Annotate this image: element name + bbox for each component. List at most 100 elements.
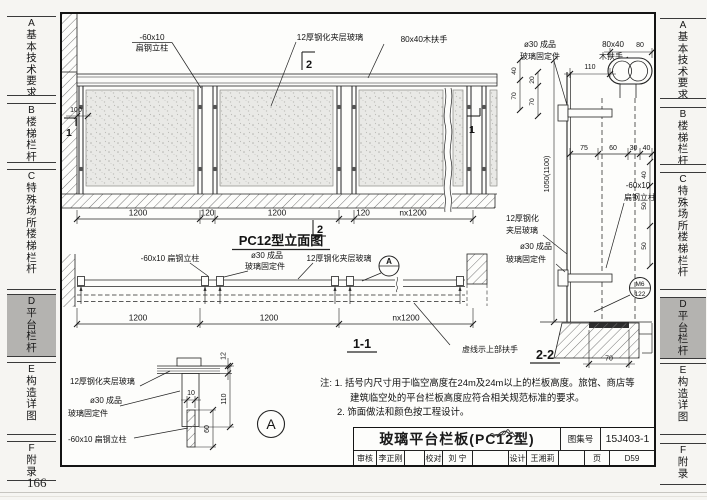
dim-40: 40: [643, 145, 651, 152]
dim-height: 1050(1100): [542, 156, 551, 193]
tab-letter: F: [679, 445, 687, 456]
drawing-notes: 注: 1. 括号内尺寸用于临空高度在24m及24m以上的栏板高度。旅馆、商店等 …: [320, 376, 654, 420]
proof-label: 校对: [424, 451, 442, 465]
detail-a-bubble: [256, 409, 286, 439]
book-page-number: 166: [27, 475, 47, 490]
dim-80: 80: [636, 42, 644, 49]
detail-a-letter: A: [266, 416, 276, 432]
callout-letter: A: [386, 257, 392, 266]
dim-75: 75: [580, 145, 588, 152]
dim-70: 70: [511, 92, 518, 100]
dim-60: 60: [204, 425, 211, 433]
page-bottom-rule: [0, 492, 707, 493]
sidebar-item-a: A 基本技术要求: [7, 16, 56, 96]
tab-label: 构造详图: [26, 375, 37, 422]
dim-40: 40: [511, 67, 518, 75]
section-marker-2-top: 2: [301, 51, 315, 71]
atlas-no-label: 图集号: [560, 428, 600, 450]
tab-letter: D: [679, 299, 687, 310]
dim-100: 100: [70, 107, 82, 114]
reviewer-name: 李正刚: [376, 451, 404, 465]
annotation-handrail: 80x40木扶手: [401, 34, 448, 44]
tab-label: 平台栏杆: [26, 307, 37, 354]
tab-label: 附录: [26, 454, 37, 478]
note-line-1: 1. 括号内尺寸用于临空高度在24m及24m以上的栏板高度。旅馆、商店等: [334, 377, 635, 388]
glass-fixing-bolts: [557, 104, 613, 287]
dim-50: 50: [641, 242, 648, 250]
sidebar-item-c: C 特殊场所楼梯栏杆: [660, 172, 706, 290]
section-marker-2-bottom: 2: [312, 220, 326, 237]
annotation-fixing: 玻璃固定件: [245, 261, 285, 271]
page-bottom-rule-2: [0, 496, 707, 497]
annotation-fixing: 玻璃固定件: [506, 254, 546, 264]
dim-1200: 1200: [129, 313, 148, 323]
tab-letter: A: [28, 18, 35, 29]
dim-120: 120: [356, 208, 370, 218]
designer-name: 王湘莉: [526, 451, 558, 465]
section-2-2-slab: 70: [540, 321, 653, 368]
annotation-fixing: ø30 成品: [520, 241, 552, 251]
annotation-flat-steel: -60x10 扁钢立柱: [141, 253, 200, 263]
dim-12: 12: [221, 352, 228, 360]
dim-nx1200: nx1200: [399, 208, 427, 218]
annotation-flat-steel: 扁钢立柱: [624, 192, 654, 202]
review-label: 审核: [357, 453, 373, 463]
tab-label: 特殊场所楼梯栏杆: [677, 185, 689, 279]
annotation-glass: 12厚钢化: [506, 213, 539, 223]
section-1-1-label: 1-1: [353, 337, 371, 351]
dim-70: 70: [605, 356, 613, 363]
annotation-fixing: 玻璃固定件: [68, 408, 108, 418]
sidebar-item-d-active: D 平台栏杆: [7, 294, 56, 357]
annotation-glass: 12厚钢化夹层玻璃: [297, 32, 363, 42]
section-marker-1-right: 1: [467, 108, 481, 136]
annotation-handrail: 木扶手: [599, 51, 623, 61]
section-1-1-annotations: -60x10 扁钢立柱 ø30 成品 玻璃固定件 12厚钢化夹层玻璃 A: [141, 250, 400, 282]
dim-10: 10: [187, 390, 195, 397]
svg-text:2: 2: [306, 59, 312, 71]
section-2-2-width-dims: 75 60 30 40: [566, 145, 654, 160]
elevation-title: PC12型立面图: [239, 233, 324, 248]
annotation-glass: 12厚钢化夹层玻璃: [307, 253, 372, 263]
dim-70: 70: [529, 98, 536, 106]
tab-letter: A: [679, 20, 687, 31]
annotation-flat-steel: -60x10: [626, 181, 651, 190]
tab-label: 构造详图: [677, 376, 689, 423]
callout-bottom: 122: [635, 291, 646, 298]
dim-30: 30: [630, 145, 638, 152]
annotation-flat-steel: 扁钢立柱: [136, 43, 169, 53]
tab-letter: F: [28, 443, 35, 454]
design-label: 设计: [508, 451, 526, 465]
dim-1200: 1200: [260, 313, 279, 323]
page-label: 页: [584, 451, 609, 465]
tab-letter: D: [27, 296, 36, 307]
annotation-fixing: ø30 成品: [251, 250, 283, 260]
annotation-fixing: ø30 成品: [90, 395, 122, 405]
tab-letter: E: [28, 364, 35, 375]
proofreader-name: 刘 宁: [442, 451, 472, 465]
annotation-flat-steel: -60x10 扁钢立柱: [68, 434, 127, 444]
proofreader-signature: [472, 430, 521, 465]
sidebar-item-e: E 构造详图: [660, 363, 706, 435]
dim-120: 120: [201, 208, 215, 218]
tab-letter: E: [679, 365, 687, 376]
designer-signature: [492, 430, 584, 465]
elevation-dimensions: 1200 120 1200 120 nx1200: [73, 208, 477, 224]
annotation-flat-steel: -60x10: [139, 33, 164, 42]
annotation-fixing: 玻璃固定件: [520, 51, 560, 61]
reviewer-signature: [404, 429, 513, 465]
callout-top: M6: [635, 281, 644, 288]
dim-60: 60: [609, 145, 617, 152]
tab-label: 基本技术要求: [26, 29, 37, 96]
sidebar-item-f: F 附录: [7, 441, 56, 481]
tab-letter: C: [679, 174, 687, 185]
atlas-no-value: 15J403-1: [600, 428, 654, 450]
dim-20: 20: [529, 76, 536, 84]
section-2-2-label: 2-2: [536, 348, 554, 362]
dim-nx1200: nx1200: [392, 313, 420, 323]
detail-a-drawing: 12 10 110 60 12厚钢化夹层玻璃 ø30 成品 玻璃固定件 -60x…: [68, 352, 286, 451]
note-line-3: 2. 饰面做法和颜色按工程设计。: [337, 406, 470, 418]
tab-label: 平台栏杆: [677, 310, 689, 357]
sidebar-item-f: F 附录: [660, 443, 706, 485]
annotation-dashed-note: 虚线示上部扶手: [462, 344, 518, 354]
sidebar-item-d-active: D 平台栏杆: [660, 297, 706, 359]
